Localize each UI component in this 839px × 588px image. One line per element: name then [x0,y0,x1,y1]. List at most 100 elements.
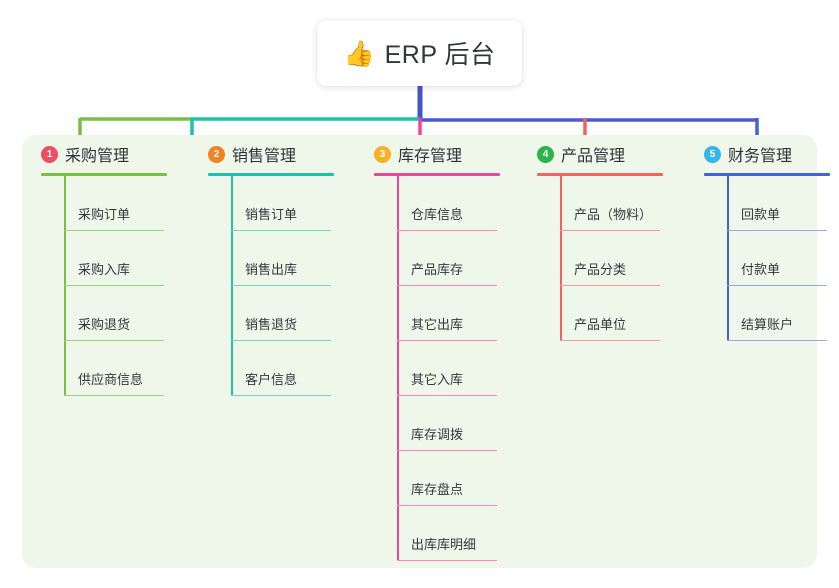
leaf-label: 库存调拨 [411,427,464,442]
column-badge-5: 5 [704,145,721,163]
leaf-list-3: 仓库信息产品库存其它出库其它入库库存调拨库存盘点出库库明细 [397,176,505,561]
root-title: ERP 后台 [384,41,496,69]
column-1: 1 采购管理采购订单采购入库采购退货供应商信息 [25,135,180,396]
leaf-label: 其它入库 [411,372,464,387]
leaf-label: 客户信息 [245,372,298,387]
leaf-label: 产品（物料） [574,207,653,222]
leaf-underline [397,394,497,396]
column-header-2[interactable]: 2 销售管理 [192,135,347,173]
leaf-label: 销售退货 [245,317,298,332]
leaf-label: 产品库存 [411,262,464,277]
leaf-item[interactable]: 库存调拨 [397,396,505,451]
leaf-underline [560,339,660,341]
column-underline-1 [41,173,167,176]
leaf-item[interactable]: 采购订单 [64,176,172,231]
leaf-item[interactable]: 供应商信息 [64,341,172,396]
leaf-underline [397,284,497,286]
column-title-1: 采购管理 [65,148,130,165]
leaf-label: 采购退货 [78,317,131,332]
leaf-label: 供应商信息 [78,372,144,387]
leaf-underline [64,229,164,231]
leaf-item[interactable]: 销售退货 [231,286,339,341]
leaf-item[interactable]: 回款单 [727,176,835,231]
leaf-label: 产品分类 [574,262,627,277]
leaf-list-2: 销售订单销售出库销售退货客户信息 [231,176,339,396]
column-badge-4: 4 [537,145,554,163]
leaf-underline [560,284,660,286]
leaf-label: 付款单 [741,262,781,277]
leaf-item[interactable]: 采购退货 [64,286,172,341]
leaf-underline [397,339,497,341]
leaf-list-4: 产品（物料） 产品分类产品单位 [560,176,668,341]
leaf-item[interactable]: 付款单 [727,231,835,286]
thumbs-up-icon: 👍 [343,38,375,68]
leaf-underline [397,449,497,451]
leaf-item[interactable]: 仓库信息 [397,176,505,231]
leaf-label: 出库库明细 [411,537,477,552]
column-3: 3 库存管理仓库信息产品库存其它出库其它入库库存调拨库存盘点出库库明细 [358,135,513,561]
leaf-item[interactable]: 库存盘点 [397,451,505,506]
root-node[interactable]: 👍 ERP 后台 [317,20,522,86]
column-2: 2 销售管理销售订单销售出库销售退货客户信息 [192,135,347,396]
leaf-underline [231,229,331,231]
leaf-item[interactable]: 产品库存 [397,231,505,286]
column-header-4[interactable]: 4 产品管理 [521,135,676,173]
leaf-underline [231,284,331,286]
leaf-label: 产品单位 [574,317,627,332]
leaf-item[interactable]: 客户信息 [231,341,339,396]
column-header-3[interactable]: 3 库存管理 [358,135,513,173]
leaf-item[interactable]: 其它出库 [397,286,505,341]
column-title-3: 库存管理 [398,148,463,165]
leaf-underline [727,229,827,231]
column-4: 4 产品管理产品（物料） 产品分类产品单位 [521,135,676,341]
column-underline-2 [208,173,334,176]
column-badge-3: 3 [374,145,391,163]
leaf-label: 回款单 [741,207,781,222]
leaf-spine-2 [231,176,233,396]
leaf-label: 采购订单 [78,207,131,222]
leaf-label: 其它出库 [411,317,464,332]
column-underline-5 [704,173,830,176]
leaf-list-1: 采购订单采购入库采购退货供应商信息 [64,176,172,396]
leaf-item[interactable]: 销售出库 [231,231,339,286]
column-5: 5 财务管理回款单付款单结算账户 [688,135,839,341]
column-title-5: 财务管理 [728,148,793,165]
leaf-item[interactable]: 出库库明细 [397,506,505,561]
leaf-underline [397,504,497,506]
leaf-underline [231,394,331,396]
leaf-item[interactable]: 其它入库 [397,341,505,396]
leaf-label: 采购入库 [78,262,131,277]
leaf-underline [397,559,497,561]
leaf-item[interactable]: 结算账户 [727,286,835,341]
column-title-2: 销售管理 [232,148,297,165]
leaf-item[interactable]: 产品单位 [560,286,668,341]
leaf-label: 仓库信息 [411,207,464,222]
leaf-spine-1 [64,176,66,396]
leaf-spine-5 [727,176,729,341]
column-badge-1: 1 [41,145,58,163]
column-underline-3 [374,173,500,176]
leaf-spine-3 [397,176,399,561]
leaf-underline [727,339,827,341]
column-underline-4 [537,173,663,176]
columns-container: 1 采购管理采购订单采购入库采购退货供应商信息 2 销售管理销售订单销售出库销售退货客… [0,135,839,568]
leaf-list-5: 回款单付款单结算账户 [727,176,835,341]
diagram-panel [22,135,817,568]
leaf-item[interactable]: 产品分类 [560,231,668,286]
column-badge-2: 2 [208,145,225,163]
leaf-item[interactable]: 采购入库 [64,231,172,286]
leaf-label: 库存盘点 [411,482,464,497]
leaf-underline [727,284,827,286]
leaf-underline [231,339,331,341]
leaf-underline [397,229,497,231]
column-title-4: 产品管理 [561,148,626,165]
leaf-underline [64,339,164,341]
leaf-label: 结算账户 [741,317,794,332]
column-header-5[interactable]: 5 财务管理 [688,135,839,173]
leaf-underline [64,394,164,396]
leaf-label: 销售出库 [245,262,298,277]
leaf-item[interactable]: 产品（物料） [560,176,668,231]
column-header-1[interactable]: 1 采购管理 [25,135,180,173]
leaf-item[interactable]: 销售订单 [231,176,339,231]
